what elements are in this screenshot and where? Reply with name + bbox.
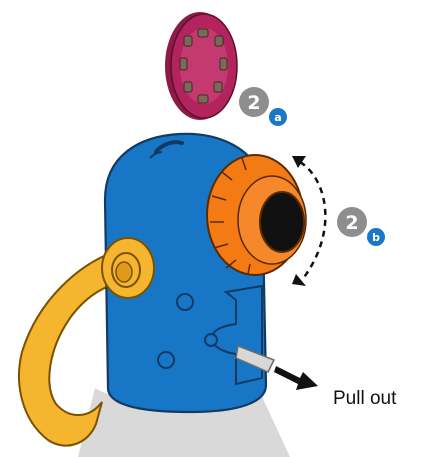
rotate-arrow — [292, 156, 327, 286]
strap — [18, 248, 128, 447]
pull-tab — [235, 344, 276, 373]
svg-text:b: b — [372, 231, 380, 244]
body-button-lower — [157, 351, 175, 369]
filter-disc — [165, 12, 238, 120]
pull-out-label: Pull out — [333, 388, 397, 409]
svg-text:2: 2 — [345, 212, 358, 234]
lens-opening — [259, 191, 305, 253]
top-slot — [154, 140, 184, 154]
svg-text:2: 2 — [247, 92, 260, 114]
step-badge-2a: 2 a — [239, 87, 287, 126]
body-button-upper — [176, 293, 194, 311]
pull-arrow — [274, 366, 318, 390]
step-badge-2b: 2 b — [337, 207, 385, 246]
svg-text:a: a — [274, 111, 281, 124]
